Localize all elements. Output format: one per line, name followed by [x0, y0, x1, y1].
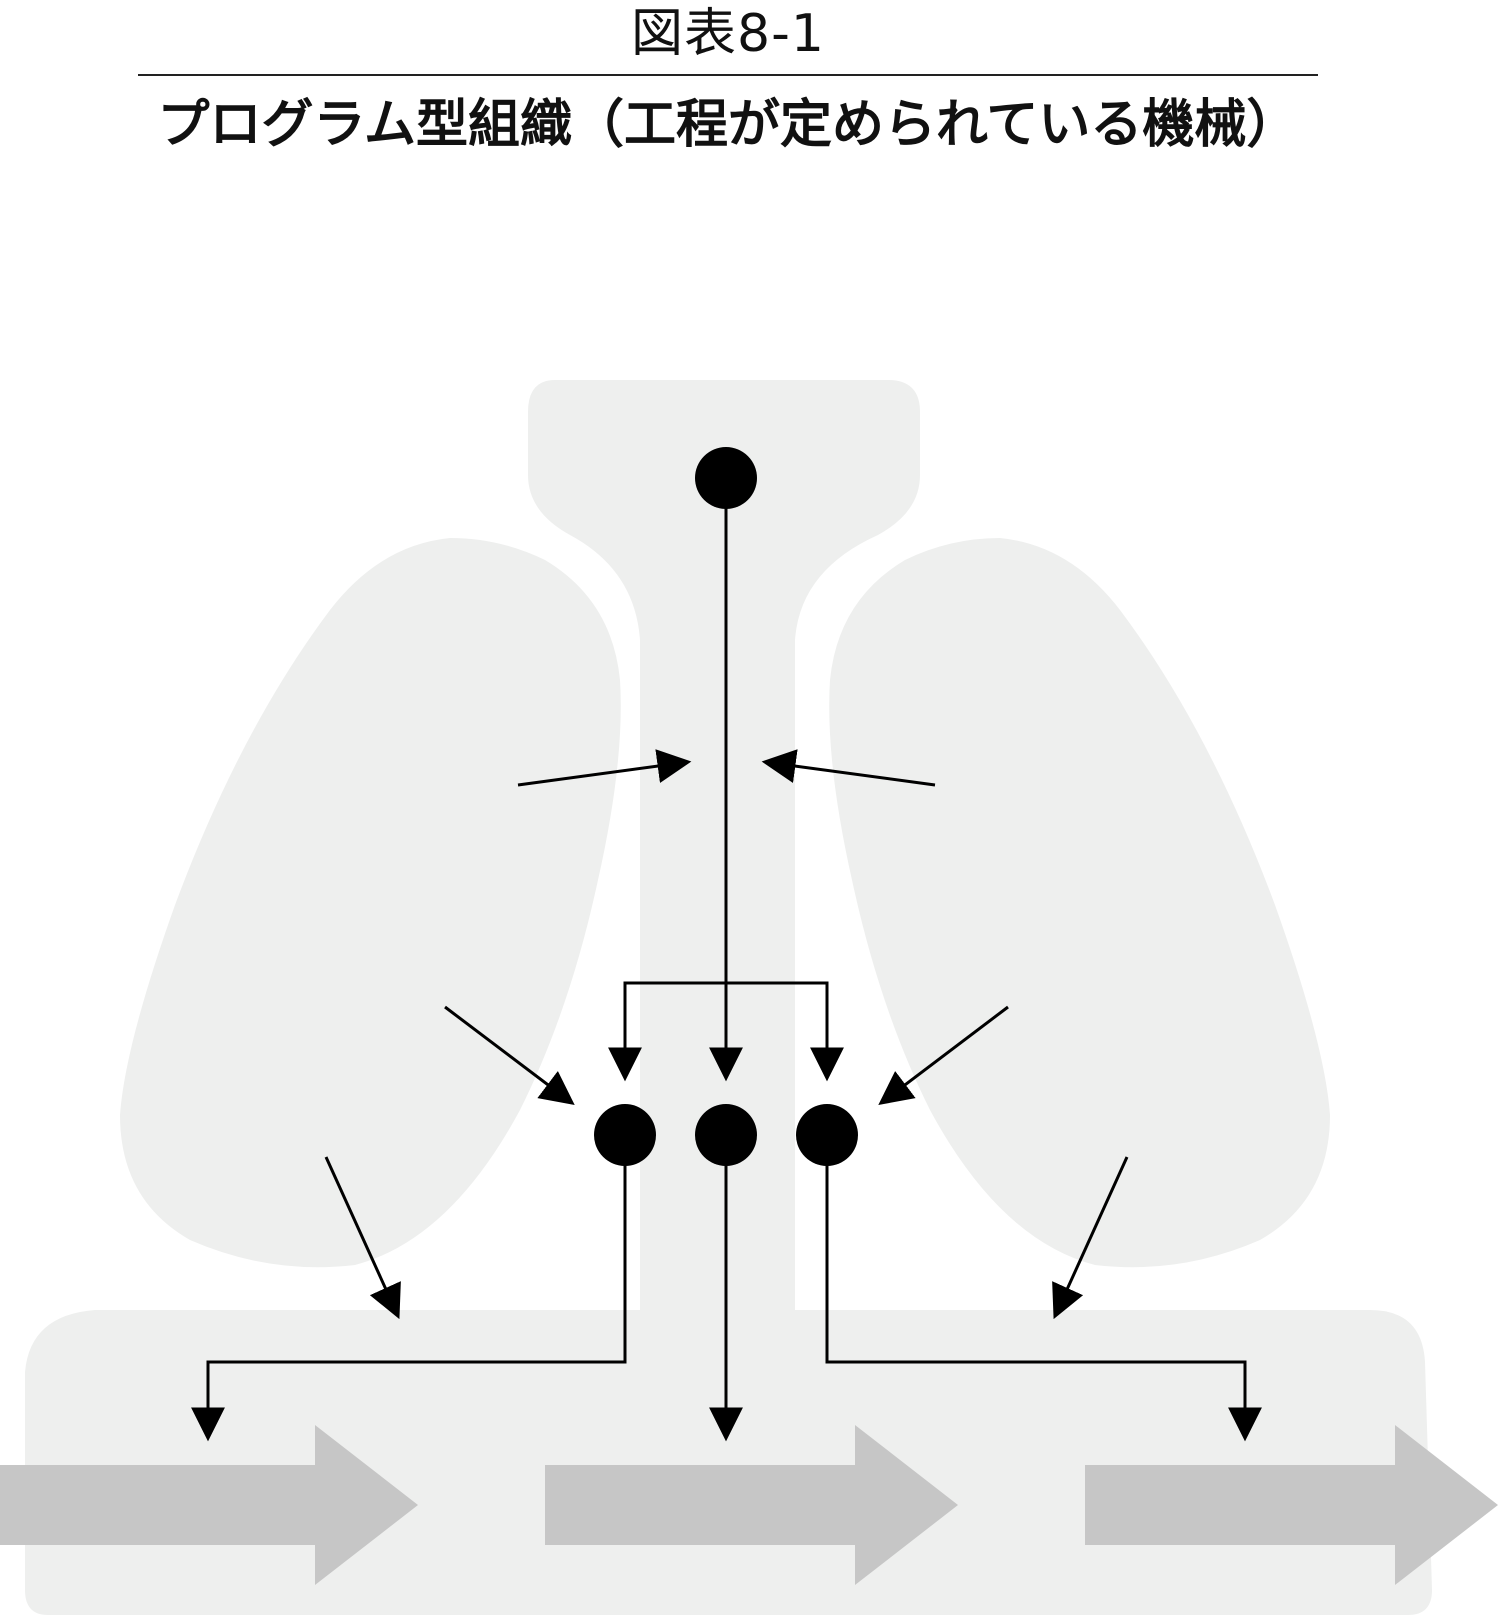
title-divider — [138, 74, 1318, 76]
output-right-connector — [825, 1165, 1262, 1442]
process-arrow-2 — [545, 1425, 958, 1585]
branch-right-connector — [726, 981, 844, 1082]
diagram-title: プログラム型組織（工程が定められている機械） — [157, 95, 1299, 155]
figure-label: 図表8-1 — [631, 4, 825, 64]
branch-left-connector — [608, 981, 726, 1082]
middle-node-left — [594, 1104, 656, 1166]
process-arrow-1 — [0, 1425, 418, 1585]
right-input-arrow-middle — [878, 1005, 1009, 1106]
left-input-arrow-upper — [517, 749, 692, 787]
left-region — [120, 538, 621, 1268]
middle-node-right — [796, 1104, 858, 1166]
right-region — [829, 538, 1330, 1268]
top-region — [528, 380, 920, 1610]
left-input-arrow-middle — [444, 1005, 575, 1106]
background-regions — [25, 380, 1432, 1615]
nodes — [594, 447, 858, 1166]
right-input-arrow-upper — [761, 749, 936, 787]
process-arrow-3 — [1085, 1425, 1498, 1585]
top-node — [695, 447, 757, 509]
process-arrows — [0, 1425, 1498, 1585]
bottom-region — [25, 1310, 1432, 1615]
left-input-arrow-lower — [324, 1156, 401, 1320]
right-input-arrow-lower — [1052, 1156, 1129, 1320]
middle-node-center — [695, 1104, 757, 1166]
connectors — [191, 480, 1262, 1442]
output-left-connector — [191, 1165, 627, 1442]
